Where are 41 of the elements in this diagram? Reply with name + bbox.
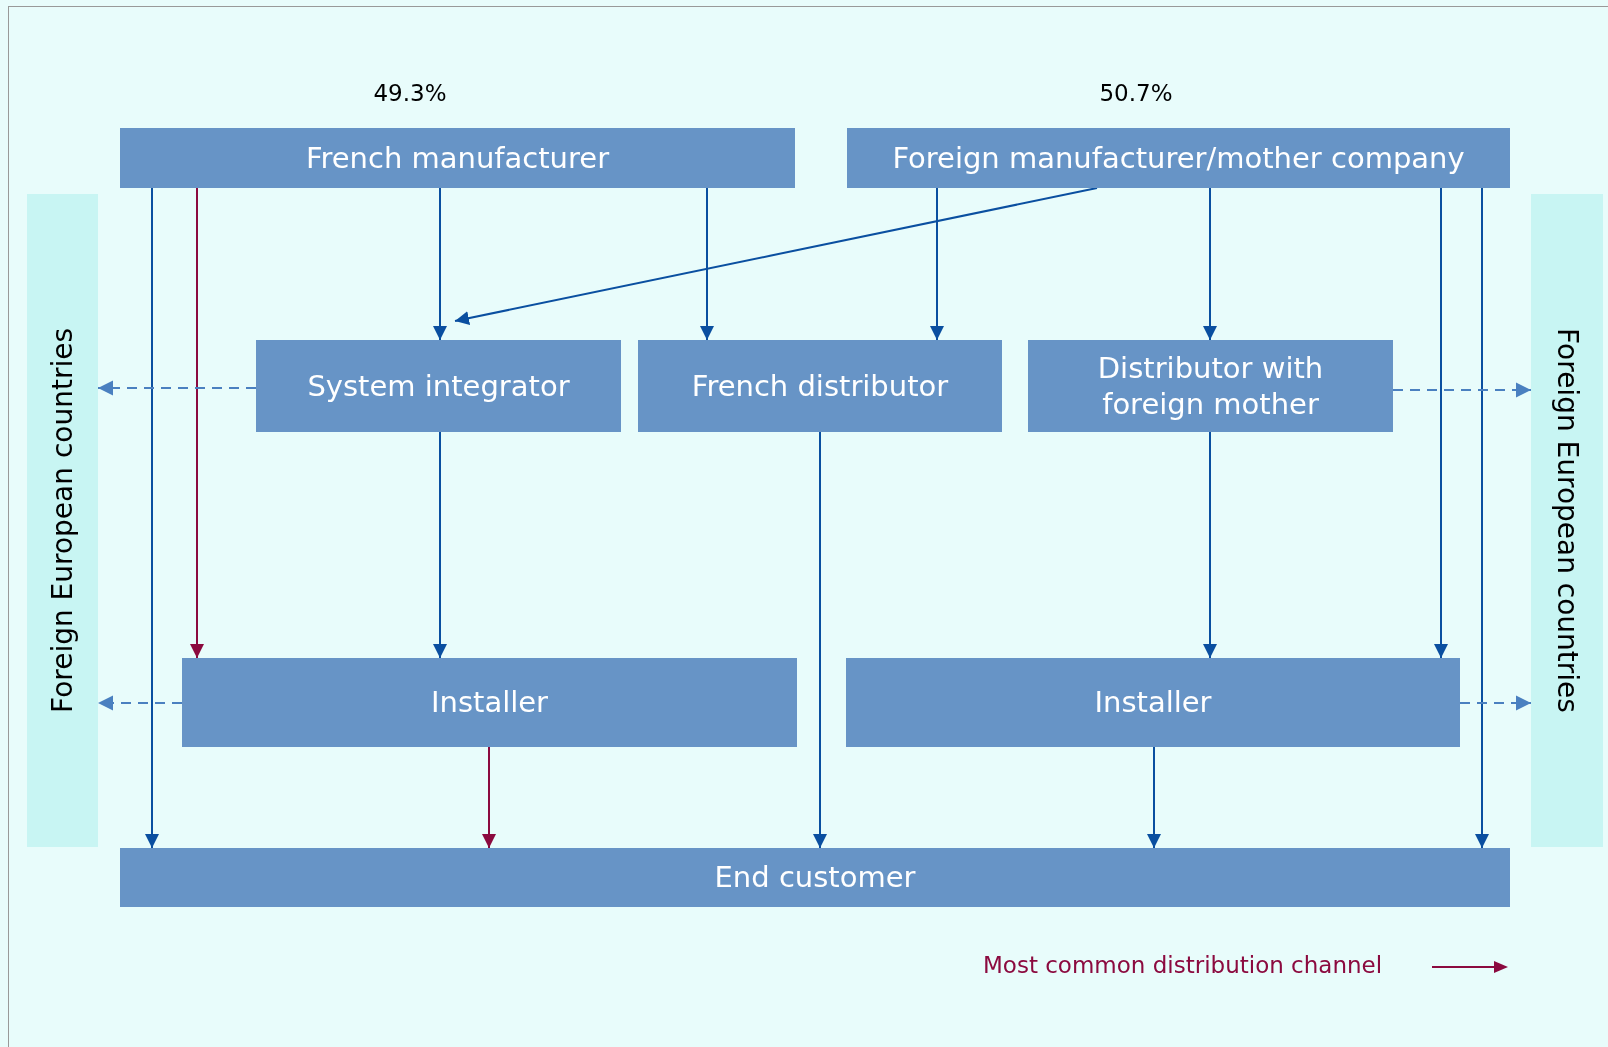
region-band [1531, 194, 1603, 847]
arrow [190, 187, 204, 659]
process-box [847, 128, 1510, 188]
arrow [1147, 746, 1161, 849]
node-label: Distributor with foreign mother [1096, 349, 1325, 423]
arrow [454, 187, 1098, 325]
arrow [1475, 187, 1489, 849]
process-box [638, 340, 1002, 432]
arrow [1434, 187, 1448, 659]
process-box [120, 128, 795, 188]
arrow [700, 187, 714, 341]
arrow [433, 187, 447, 341]
region-band [27, 194, 98, 847]
arrow [145, 187, 159, 849]
arrow [433, 431, 447, 659]
arrow [1203, 187, 1217, 341]
arrow [482, 746, 496, 849]
percentage-label: 49.3% [373, 80, 447, 106]
legend-text: Most common distribution channel [983, 952, 1383, 978]
arrow [813, 431, 827, 849]
process-box [120, 848, 1510, 907]
node-label: Installer [430, 684, 549, 721]
arrow [97, 695, 183, 711]
process-box [182, 658, 797, 747]
arrow [97, 380, 257, 396]
process-box [256, 340, 621, 432]
process-box [846, 658, 1460, 747]
node-label: End customer [714, 859, 916, 896]
arrow [1459, 695, 1532, 711]
node-label: Foreign European countries [1549, 328, 1585, 713]
arrow [1392, 382, 1532, 398]
node-label: Foreign manufacturer/mother company [892, 139, 1465, 177]
arrow [1203, 431, 1217, 659]
node-label: French manufacturer [305, 139, 610, 177]
arrow [930, 187, 944, 341]
node-label: French distributor [691, 367, 949, 405]
percentage-label: 50.7% [1099, 80, 1173, 106]
node-label: Installer [1094, 684, 1212, 721]
node-label: System integrator [307, 367, 570, 405]
node-label: Foreign European countries [45, 328, 80, 713]
process-box [1028, 340, 1393, 432]
